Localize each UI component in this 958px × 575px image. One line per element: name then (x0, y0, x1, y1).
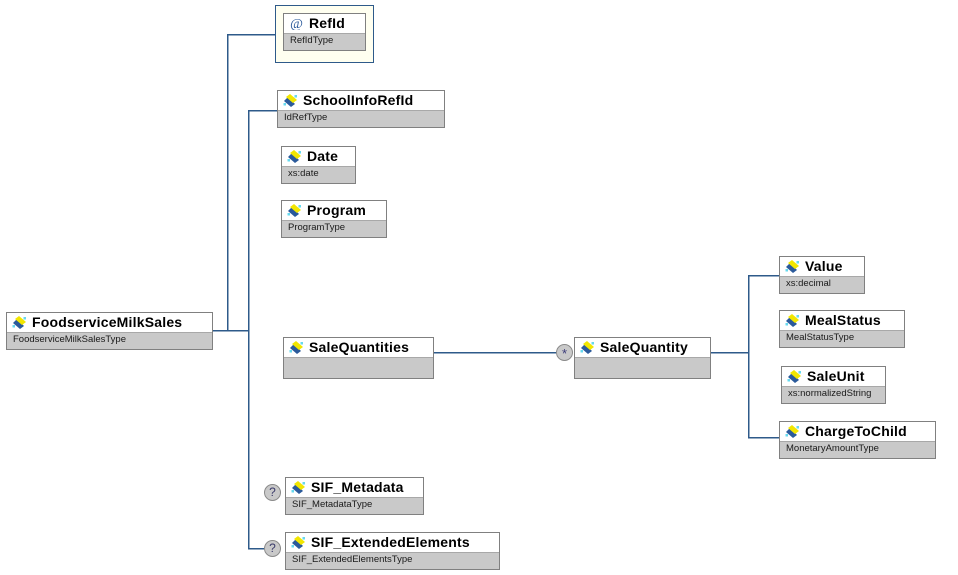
occurrence-badge-label: ? (269, 541, 276, 555)
node-saleunit[interactable]: SaleUnit xs:normalizedString (781, 366, 886, 404)
svg-text:@: @ (290, 17, 303, 30)
node-foodservicemilksales[interactable]: FoodserviceMilkSales FoodserviceMilkSale… (6, 312, 213, 350)
node-title: MealStatus (780, 311, 904, 330)
node-salequantity[interactable]: SaleQuantity (574, 337, 711, 379)
node-type: xs:decimal (780, 276, 864, 293)
node-label: FoodserviceMilkSales (32, 314, 183, 330)
node-type: xs:normalizedString (782, 386, 885, 403)
wire-child-value (747, 274, 779, 353)
node-mealstatus[interactable]: MealStatus MealStatusType (779, 310, 905, 348)
element-icon (12, 316, 27, 329)
attribute-icon: @ (289, 17, 304, 30)
element-icon (283, 94, 298, 107)
node-label: Program (307, 202, 366, 218)
node-title: ChargeToChild (780, 422, 935, 441)
node-label: Date (307, 148, 339, 164)
node-title: Program (282, 201, 386, 220)
node-type: xs:date (282, 166, 355, 183)
node-title: SaleQuantities (284, 338, 433, 357)
node-type: SIF_MetadataType (286, 497, 423, 514)
node-label: SaleQuantities (309, 339, 410, 355)
wire-child-chargetochild (747, 352, 779, 439)
node-title: Value (780, 257, 864, 276)
node-label: RefId (309, 15, 345, 31)
node-label: SaleUnit (807, 368, 865, 384)
node-type: MealStatusType (780, 330, 904, 347)
element-icon (289, 341, 304, 354)
occurrence-badge-optional-sif-extendedelements: ? (264, 540, 281, 557)
node-program[interactable]: Program ProgramType (281, 200, 387, 238)
node-title: SIF_Metadata (286, 478, 423, 497)
node-label: MealStatus (805, 312, 881, 328)
node-refid[interactable]: @ RefId RefIdType (283, 13, 366, 51)
node-title: SchoolInfoRefId (278, 91, 444, 110)
occurrence-badge-label: ? (269, 485, 276, 499)
node-title: FoodserviceMilkSales (7, 313, 212, 332)
element-icon (785, 314, 800, 327)
node-label: ChargeToChild (805, 423, 907, 439)
element-icon (287, 204, 302, 217)
element-icon (785, 425, 800, 438)
node-type (575, 357, 710, 378)
element-icon (785, 260, 800, 273)
node-date[interactable]: Date xs:date (281, 146, 356, 184)
wire-child-extendedelements (247, 330, 264, 550)
wire-child-schoolinforefid (247, 109, 277, 331)
occurrence-badge-optional-sif-metadata: ? (264, 484, 281, 501)
node-label: SaleQuantity (600, 339, 688, 355)
element-icon (291, 536, 306, 549)
node-label: SIF_ExtendedElements (311, 534, 470, 550)
node-type: IdRefType (278, 110, 444, 127)
node-label: Value (805, 258, 843, 274)
occurrence-badge-label: * (561, 346, 568, 361)
node-salequantities[interactable]: SaleQuantities (283, 337, 434, 379)
node-type: SIF_ExtendedElementsType (286, 552, 499, 569)
node-sif-extendedelements[interactable]: SIF_ExtendedElements SIF_ExtendedElement… (285, 532, 500, 570)
node-value[interactable]: Value xs:decimal (779, 256, 865, 294)
node-title: @ RefId (284, 14, 365, 33)
node-type: MonetaryAmountType (780, 441, 935, 458)
node-type: RefIdType (284, 33, 365, 50)
node-type: FoodserviceMilkSalesType (7, 332, 212, 349)
node-title: SIF_ExtendedElements (286, 533, 499, 552)
wire-attribute-trunk (226, 33, 277, 331)
node-label: SchoolInfoRefId (303, 92, 414, 108)
element-icon (787, 370, 802, 383)
occurrence-badge-unbounded: * (556, 344, 573, 361)
node-title: Date (282, 147, 355, 166)
node-type (284, 357, 433, 378)
node-title: SaleUnit (782, 367, 885, 386)
node-label: SIF_Metadata (311, 479, 404, 495)
node-sif-metadata[interactable]: SIF_Metadata SIF_MetadataType (285, 477, 424, 515)
element-icon (287, 150, 302, 163)
node-title: SaleQuantity (575, 338, 710, 357)
node-schoolinforefid[interactable]: SchoolInfoRefId IdRefType (277, 90, 445, 128)
element-icon (291, 481, 306, 494)
element-icon (580, 341, 595, 354)
node-chargetochild[interactable]: ChargeToChild MonetaryAmountType (779, 421, 936, 459)
node-type: ProgramType (282, 220, 386, 237)
